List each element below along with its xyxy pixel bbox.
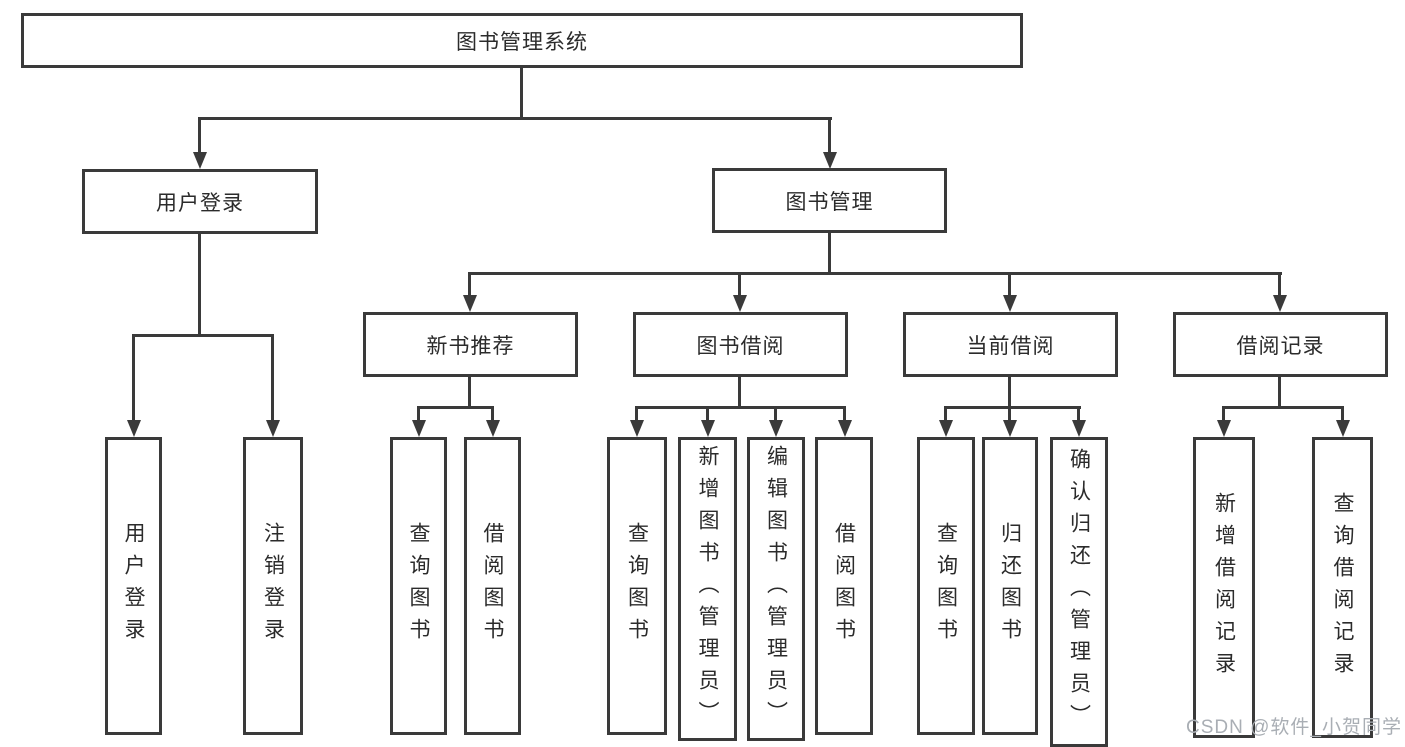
connector-drop-br-query bbox=[1341, 406, 1344, 421]
leaf-logout-label: 注销登录 bbox=[261, 522, 285, 650]
connector-user-login-branch bbox=[132, 334, 274, 337]
arrowhead-user-login bbox=[193, 152, 207, 169]
leaf-cb-return-books-label: 归还图书 bbox=[998, 522, 1022, 650]
leaf-user-login-label: 用户登录 bbox=[122, 522, 145, 650]
leaf-bb-borrow-books: 借阅图书 bbox=[815, 437, 873, 735]
connector-current-borrow-stem bbox=[1008, 377, 1011, 409]
connector-drop-cb-confirm bbox=[1077, 406, 1080, 421]
leaf-nb-query-books: 查询图书 bbox=[390, 437, 447, 735]
arrowhead-cb-query bbox=[939, 420, 953, 437]
arrowhead-bb-add bbox=[701, 420, 715, 437]
node-borrow-record: 借阅记录 bbox=[1173, 312, 1388, 377]
arrowhead-bb-edit bbox=[769, 420, 783, 437]
connector-borrow-record-branch bbox=[1222, 406, 1344, 409]
leaf-br-add-record-label: 新增借阅记录 bbox=[1212, 491, 1236, 684]
csdn-watermark: CSDN @软件_小贺同学 bbox=[1186, 717, 1402, 738]
leaf-logout: 注销登录 bbox=[243, 437, 303, 735]
arrowhead-cb-confirm bbox=[1072, 420, 1086, 437]
connector-book-borrow-branch bbox=[635, 406, 846, 409]
connector-borrow-record-stem bbox=[1278, 377, 1281, 409]
connector-drop-book-borrow bbox=[738, 272, 741, 296]
node-book-borrow: 图书借阅 bbox=[633, 312, 848, 377]
leaf-nb-borrow-books-label: 借阅图书 bbox=[481, 522, 504, 650]
node-book-management-label: 图书管理 bbox=[785, 190, 874, 214]
node-current-borrow-label: 当前借阅 bbox=[966, 334, 1055, 358]
leaf-user-login: 用户登录 bbox=[105, 437, 162, 735]
connector-drop-book-management bbox=[828, 117, 831, 153]
connector-new-book-branch bbox=[417, 406, 494, 409]
leaf-cb-confirm-return-admin-label: 确认归还（管理员） bbox=[1067, 448, 1091, 736]
leaf-br-query-record: 查询借阅记录 bbox=[1312, 437, 1373, 738]
node-user-login-label: 用户登录 bbox=[156, 191, 244, 215]
leaf-bb-edit-books-admin-label: 编辑图书（管理员） bbox=[764, 445, 788, 733]
node-root-label: 图书管理系统 bbox=[456, 30, 588, 54]
leaf-bb-query-books: 查询图书 bbox=[607, 437, 667, 735]
arrowhead-bb-query bbox=[630, 420, 644, 437]
connector-book-management-branch bbox=[468, 272, 1282, 275]
arrowhead-br-query bbox=[1336, 420, 1350, 437]
leaf-cb-query-books: 查询图书 bbox=[917, 437, 975, 735]
arrowhead-leaf-login bbox=[127, 420, 141, 437]
connector-drop-br-add bbox=[1222, 406, 1225, 421]
leaf-bb-query-books-label: 查询图书 bbox=[625, 522, 649, 650]
node-new-book-recommend-label: 新书推荐 bbox=[426, 334, 515, 358]
connector-book-borrow-stem bbox=[738, 377, 741, 409]
connector-root-branch bbox=[198, 117, 832, 120]
arrowhead-cb-return bbox=[1003, 420, 1017, 437]
connector-book-management-stem bbox=[828, 233, 831, 275]
connector-drop-leaf-logout bbox=[271, 334, 274, 421]
arrowhead-book-management bbox=[823, 152, 837, 169]
connector-user-login-stem bbox=[198, 234, 201, 337]
connector-drop-bb-borrow bbox=[843, 406, 846, 421]
arrowhead-book-borrow bbox=[733, 295, 747, 312]
arrowhead-nb-borrow bbox=[486, 420, 500, 437]
connector-drop-bb-edit bbox=[774, 406, 777, 421]
leaf-nb-query-books-label: 查询图书 bbox=[407, 522, 430, 650]
connector-drop-cb-query bbox=[944, 406, 947, 421]
connector-drop-bb-query bbox=[635, 406, 638, 421]
connector-drop-user-login bbox=[198, 117, 201, 153]
arrowhead-borrow-record bbox=[1273, 295, 1287, 312]
connector-drop-new-book bbox=[468, 272, 471, 296]
connector-current-borrow-branch bbox=[944, 406, 1081, 409]
connector-drop-nb-borrow bbox=[491, 406, 494, 421]
leaf-cb-query-books-label: 查询图书 bbox=[934, 522, 958, 650]
arrowhead-current-borrow bbox=[1003, 295, 1017, 312]
leaf-br-query-record-label: 查询借阅记录 bbox=[1331, 491, 1354, 684]
connector-drop-borrow-record bbox=[1278, 272, 1281, 296]
node-book-borrow-label: 图书借阅 bbox=[696, 334, 785, 358]
leaf-bb-edit-books-admin: 编辑图书（管理员） bbox=[747, 437, 805, 741]
connector-drop-leaf-login bbox=[132, 334, 135, 421]
node-root: 图书管理系统 bbox=[21, 13, 1023, 68]
connector-drop-cb-return bbox=[1008, 406, 1011, 421]
arrowhead-leaf-logout bbox=[266, 420, 280, 437]
arrowhead-nb-query bbox=[412, 420, 426, 437]
leaf-cb-return-books: 归还图书 bbox=[982, 437, 1038, 735]
arrowhead-bb-borrow bbox=[838, 420, 852, 437]
node-borrow-record-label: 借阅记录 bbox=[1236, 334, 1325, 358]
leaf-cb-confirm-return-admin: 确认归还（管理员） bbox=[1050, 437, 1108, 747]
connector-drop-nb-query bbox=[417, 406, 420, 421]
connector-root-stem bbox=[520, 68, 523, 120]
node-new-book-recommend: 新书推荐 bbox=[363, 312, 578, 377]
arrowhead-br-add bbox=[1217, 420, 1231, 437]
node-user-login: 用户登录 bbox=[82, 169, 318, 234]
arrowhead-new-book bbox=[463, 295, 477, 312]
leaf-bb-add-books-admin: 新增图书（管理员） bbox=[678, 437, 737, 741]
leaf-nb-borrow-books: 借阅图书 bbox=[464, 437, 521, 735]
leaf-bb-add-books-admin-label: 新增图书（管理员） bbox=[696, 445, 719, 733]
connector-drop-bb-add bbox=[706, 406, 709, 421]
connector-drop-current-borrow bbox=[1008, 272, 1011, 296]
node-current-borrow: 当前借阅 bbox=[903, 312, 1118, 377]
leaf-bb-borrow-books-label: 借阅图书 bbox=[832, 522, 856, 650]
leaf-br-add-record: 新增借阅记录 bbox=[1193, 437, 1255, 738]
node-book-management: 图书管理 bbox=[712, 168, 947, 233]
connector-new-book-stem bbox=[468, 377, 471, 409]
